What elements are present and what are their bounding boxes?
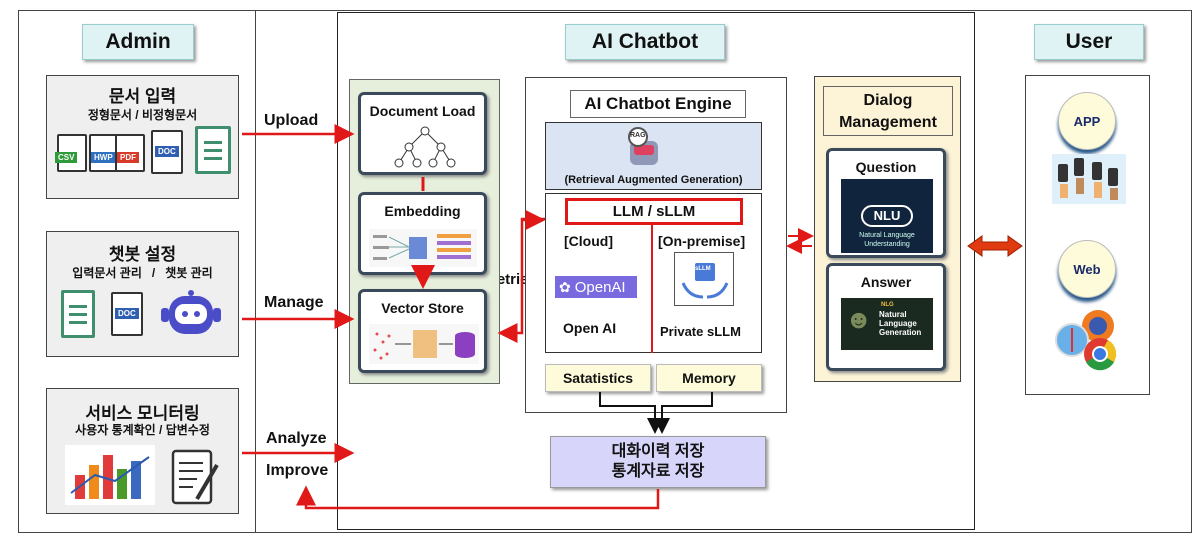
doc-tag: DOC xyxy=(155,146,179,157)
llm-title: LLM / sLLM xyxy=(565,198,743,225)
browser-icons xyxy=(1052,308,1124,372)
document-load-card: Document Load xyxy=(358,92,487,175)
pdf-tag: PDF xyxy=(117,152,139,163)
question-card: Question NLU Natural Language Understand… xyxy=(826,148,946,258)
embedding-diagram-icon xyxy=(369,229,477,267)
openai-logo: ✿ OpenAI xyxy=(555,276,637,298)
admin-service-monitoring: 서비스 모니터링 사용자 통계확인 / 답변수정 xyxy=(46,388,239,514)
sllm-badge: sLLM xyxy=(695,266,711,272)
manage-label: Manage xyxy=(264,294,324,311)
upload-label: Upload xyxy=(264,112,319,129)
service-monitoring-subtitle: 사용자 통계확인 / 답변수정 xyxy=(75,423,210,437)
storage-line2: 통계자료 저장 xyxy=(611,463,705,480)
onprem-label: [On-premise] xyxy=(658,233,746,249)
question-title: Question xyxy=(855,159,917,175)
embedding-title: Embedding xyxy=(384,203,461,219)
vector-store-card: Vector Store xyxy=(358,289,487,373)
chatbot-robot-icon xyxy=(159,290,223,340)
analyze-label: Analyze xyxy=(266,430,327,447)
nlu-image: NLU Natural Language Understanding xyxy=(841,179,933,253)
statistics-box: Satatistics xyxy=(545,364,651,392)
storage-box: 대화이력 저장 통계자료 저장 xyxy=(550,436,766,488)
chatbot-settings-title: 챗봇 설정 xyxy=(108,245,177,264)
nlu-caption: Natural Language Understanding xyxy=(859,232,915,248)
user-title: User xyxy=(1034,24,1144,60)
rag-robot-icon xyxy=(622,125,666,169)
app-circle: APP xyxy=(1058,92,1116,150)
engine-title: AI Chatbot Engine xyxy=(570,90,746,118)
vector-store-diagram-icon xyxy=(369,324,479,364)
rag-badge: RAG xyxy=(630,132,646,139)
outer-frame xyxy=(18,10,1192,533)
web-circle: Web xyxy=(1058,240,1116,298)
embedding-card: Embedding xyxy=(358,192,487,275)
dialog-title-line1: Dialog xyxy=(863,92,913,109)
doc-tag: DOC xyxy=(115,308,139,319)
llm-divider xyxy=(651,225,653,353)
admin-document-input: 문서 입력 정형문서 / 비정형문서 CSV HWP PDF DOC xyxy=(46,75,239,199)
chatbot-frame xyxy=(337,12,975,530)
edit-document-icon xyxy=(169,447,223,507)
nlg-head-icon: ☻ xyxy=(845,304,873,334)
cloud-label: [Cloud] xyxy=(564,233,613,249)
answer-card: Answer ☻ NLG Natural Language Generation xyxy=(826,263,946,371)
csv-tag: CSV xyxy=(55,152,78,163)
chatbot-settings-subtitle: 입력문서 관리 / 챗봇 관리 xyxy=(72,266,213,280)
private-sllm-icon xyxy=(674,252,734,306)
nlg-badge: NLG xyxy=(881,302,894,308)
document-input-title: 문서 입력 xyxy=(108,87,177,106)
memory-box: Memory xyxy=(656,364,762,392)
tree-icon xyxy=(393,125,457,169)
rag-label: (Retrieval Augmented Generation) xyxy=(564,174,743,186)
nlg-caption: Natural Language Generation xyxy=(879,310,922,337)
admin-chatbot-settings: 챗봇 설정 입력문서 관리 / 챗봇 관리 DOC xyxy=(46,231,239,357)
vector-store-title: Vector Store xyxy=(381,300,464,316)
mobile-app-icon xyxy=(1052,154,1126,204)
dialog-title: Dialog Management xyxy=(823,86,953,136)
openai-logo-icon: ✿ xyxy=(559,278,571,295)
hwp-tag: HWP xyxy=(91,152,116,163)
document-load-title: Document Load xyxy=(369,103,476,119)
private-sllm-label: Private sLLM xyxy=(660,324,741,339)
answer-title: Answer xyxy=(860,274,912,290)
service-monitoring-title: 서비스 모니터링 xyxy=(85,404,200,423)
improve-label: Improve xyxy=(266,462,329,479)
openai-label: Open AI xyxy=(563,320,617,336)
nlu-text: NLU xyxy=(861,205,913,227)
admin-title: Admin xyxy=(82,24,194,60)
storage-line1: 대화이력 저장 xyxy=(611,443,705,460)
chatbot-title: AI Chatbot xyxy=(565,24,725,60)
text-document-icon xyxy=(61,290,95,338)
divider-admin xyxy=(255,10,256,533)
dialog-title-line2: Management xyxy=(839,114,937,131)
openai-logo-text: OpenAI xyxy=(574,278,626,296)
document-input-subtitle: 정형문서 / 비정형문서 xyxy=(87,108,198,122)
text-document-icon xyxy=(195,126,231,174)
bar-chart-icon xyxy=(65,445,155,505)
nlg-image: ☻ NLG Natural Language Generation xyxy=(841,298,933,350)
